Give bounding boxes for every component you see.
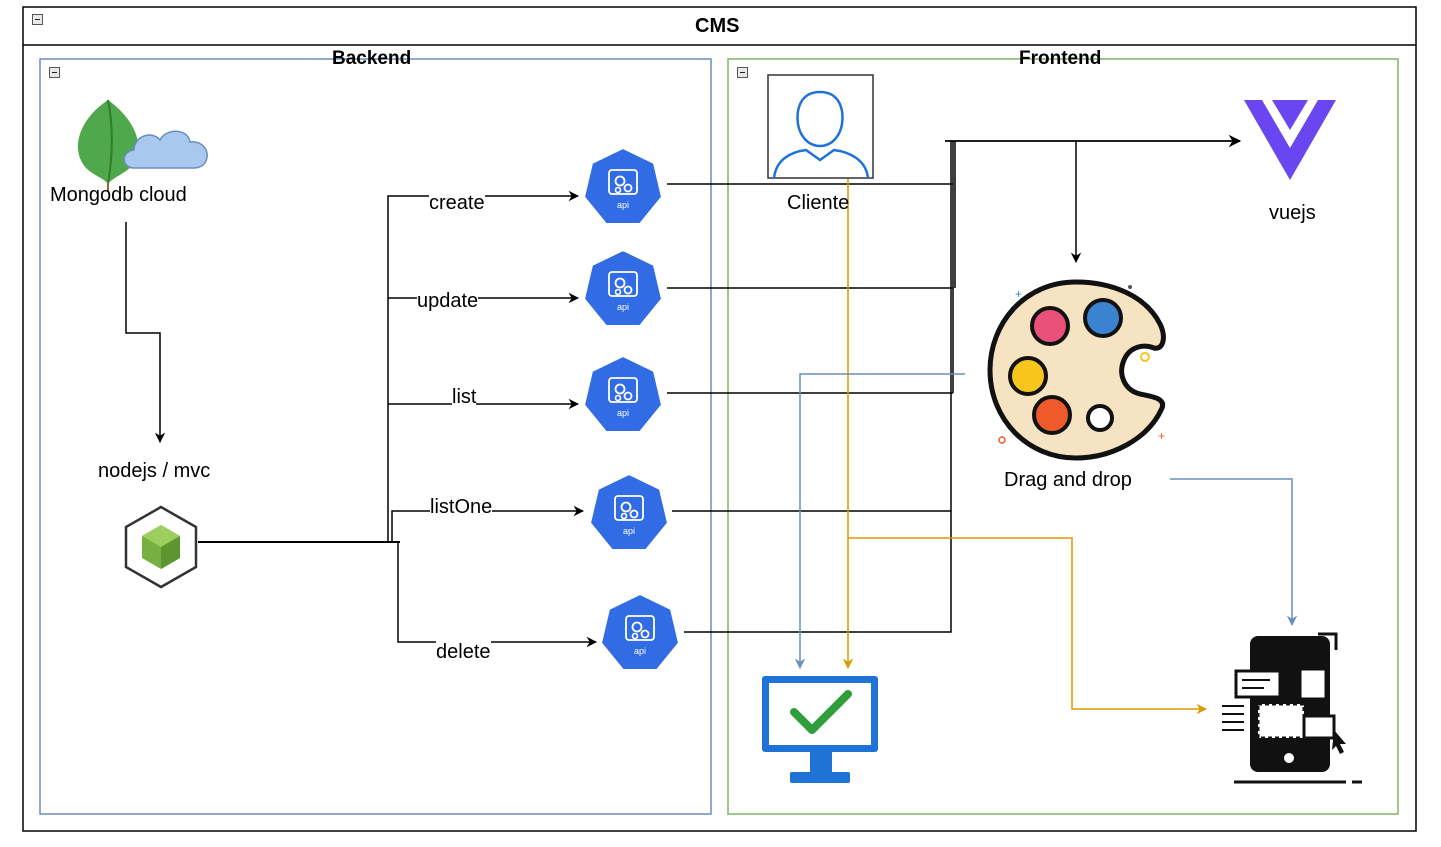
api-delete-icon [600,593,680,671]
dragdrop-to-monitor-flow [794,373,965,670]
client-label: Cliente [787,192,850,214]
mobile-device-icon [1222,632,1362,784]
svg-text:+: + [1158,429,1165,443]
cms-collapse-toggle[interactable] [32,14,43,25]
mongodb-label: Mongodb cloud [50,184,187,206]
cms-title: CMS [695,15,740,37]
client-to-mobile-flow [848,537,1208,715]
connector-delete [397,542,598,648]
connector-listone [391,505,585,542]
api-create-icon [583,147,663,225]
operation-label-create: create [429,192,485,214]
operation-label-list: list [452,386,477,408]
api-delete-to-bus [684,141,952,633]
api-listone-icon [589,473,669,551]
frontend-title: Frontend [1019,48,1102,69]
client-avatar-icon [767,74,874,179]
connector-create [387,190,580,542]
backend-collapse-toggle[interactable] [49,67,60,78]
dragdrop-label: Drag and drop [1004,469,1132,491]
palette-icon: + + [987,279,1166,461]
vuejs-logo-icon [1244,100,1336,180]
api-list-icon [583,355,663,433]
nodejs-icon [124,505,198,589]
operation-label-delete: delete [436,641,491,663]
svg-text:+: + [1015,287,1022,301]
backend-title: Backend [332,48,412,69]
cloud-icon [123,130,208,169]
dragdrop-to-mobile-flow [1170,478,1298,627]
cms-container [22,6,1417,832]
operation-label-update: update [417,290,479,312]
mongodb-to-nodejs-connector [125,222,166,444]
operation-label-listone: listOne [430,496,493,518]
vuejs-label: vuejs [1269,202,1316,224]
nodejs-label: nodejs / mvc [98,460,211,482]
frontend-collapse-toggle[interactable] [737,67,748,78]
monitor-check-icon [762,676,878,783]
frontend-container [727,58,1399,815]
backend-container [39,58,712,815]
api-update-icon [583,249,663,327]
mongodb-leaf-icon [77,99,139,192]
